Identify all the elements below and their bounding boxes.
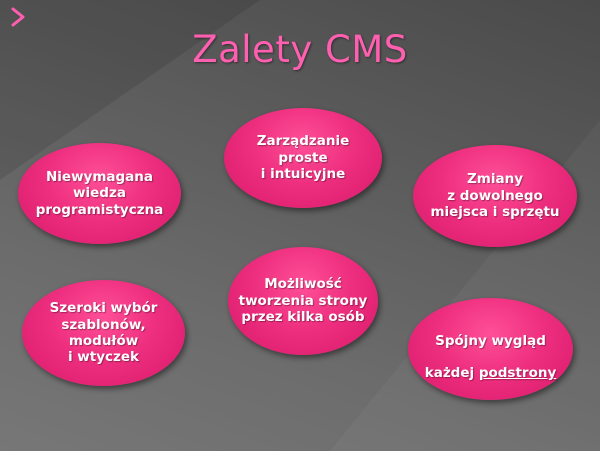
benefit-text-line2a: każdej (424, 365, 479, 382)
benefit-text-underlined-word: podstrony (478, 365, 557, 382)
benefit-text: Spójny wygląd każdej podstrony (425, 316, 557, 382)
benefit-bubble-templates: Szeroki wybór szablonów, modułów i wtycz… (22, 280, 185, 386)
benefit-bubble-multi-user: Możliwość tworzenia strony przez kilka o… (228, 247, 378, 355)
benefit-text: Niewymagana wiedza programistyczna (35, 168, 164, 218)
benefit-bubble-easy-management: Zarządzanie proste i intuicyjne (224, 108, 382, 208)
chevron-right-icon (11, 7, 25, 27)
benefit-text: Możliwość tworzenia strony przez kilka o… (238, 276, 368, 326)
benefit-bubble-edit-anywhere: Zmiany z dowolnego miejsca i sprzętu (413, 145, 577, 247)
benefit-text-line1: Spójny wygląd (435, 332, 546, 349)
slide-title: Zalety CMS (192, 28, 408, 71)
benefit-bubble-consistent-look: Spójny wygląd każdej podstrony (408, 298, 573, 400)
benefit-bubble-no-programming: Niewymagana wiedza programistyczna (18, 143, 181, 244)
benefit-text: Zarządzanie proste i intuicyjne (256, 133, 350, 183)
benefit-text: Szeroki wybór szablonów, modułów i wtycz… (49, 300, 158, 366)
benefit-text: Zmiany z dowolnego miejsca i sprzętu (430, 171, 560, 221)
